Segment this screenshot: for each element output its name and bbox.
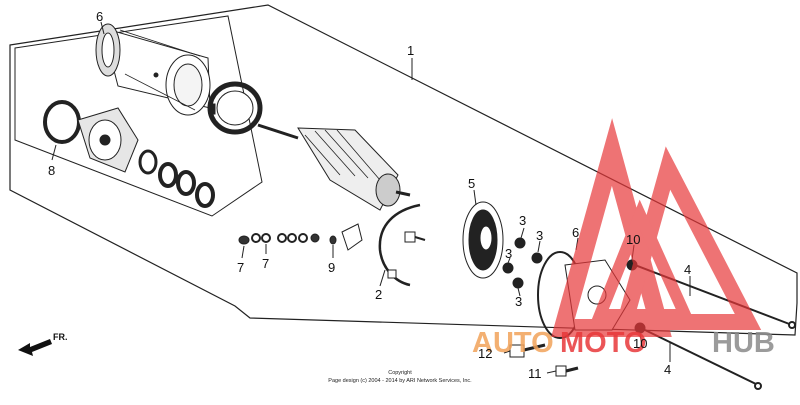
brush-plate — [378, 203, 426, 287]
callout-10-bottom: 10 — [633, 336, 647, 351]
watermark-auto: AUTO — [472, 327, 554, 359]
copyright-line-1: Copyright — [388, 370, 412, 376]
callout-numbers: 1 6 8 7 7 9 2 5 3 3 3 3 6 10 4 10 4 12 1… — [48, 9, 691, 381]
callout-11: 11 — [528, 366, 542, 381]
front-direction-label: FR. — [53, 332, 68, 342]
brush-holder — [462, 201, 543, 289]
washer-set — [138, 149, 215, 208]
subassembly-box — [14, 15, 263, 217]
callout-5: 5 — [468, 176, 475, 191]
copyright-block: Copyright Page design (c) 2004 - 2014 by… — [328, 370, 472, 384]
watermark-hub: HUB — [712, 327, 775, 359]
watermark-wordmark: AUTO MOTO HUB — [472, 327, 775, 359]
brush-ring — [207, 81, 263, 135]
copyright-line-2: Page design (c) 2004 - 2014 by ARI Netwo… — [328, 378, 472, 384]
small-parts — [238, 223, 363, 251]
leader-lines — [51, 21, 691, 374]
callout-7-right: 7 — [262, 256, 269, 271]
callout-3-d: 3 — [515, 294, 522, 309]
callout-4-top: 4 — [684, 262, 691, 277]
callout-3-a: 3 — [519, 213, 526, 228]
callout-6-bottom: 6 — [572, 225, 579, 240]
callout-10-top: 10 — [626, 232, 640, 247]
callout-12: 12 — [478, 346, 492, 361]
callout-8: 8 — [48, 163, 55, 178]
motor-yoke — [95, 23, 211, 116]
mounting-bolts — [509, 343, 579, 377]
front-direction-arrow: FR. — [18, 332, 68, 356]
callout-7-left: 7 — [237, 260, 244, 275]
armature — [257, 123, 411, 211]
watermark-logo — [551, 118, 762, 337]
callout-2: 2 — [375, 287, 382, 302]
callout-3-b: 3 — [536, 228, 543, 243]
callout-4-bottom: 4 — [664, 362, 671, 377]
watermark-moto: MOTO — [560, 327, 646, 359]
diagram-frame — [9, 4, 798, 336]
callout-9: 9 — [328, 260, 335, 275]
callout-1: 1 — [407, 43, 414, 58]
front-bracket — [43, 100, 139, 173]
callout-6-top: 6 — [96, 9, 103, 24]
callout-3-c: 3 — [505, 246, 512, 261]
